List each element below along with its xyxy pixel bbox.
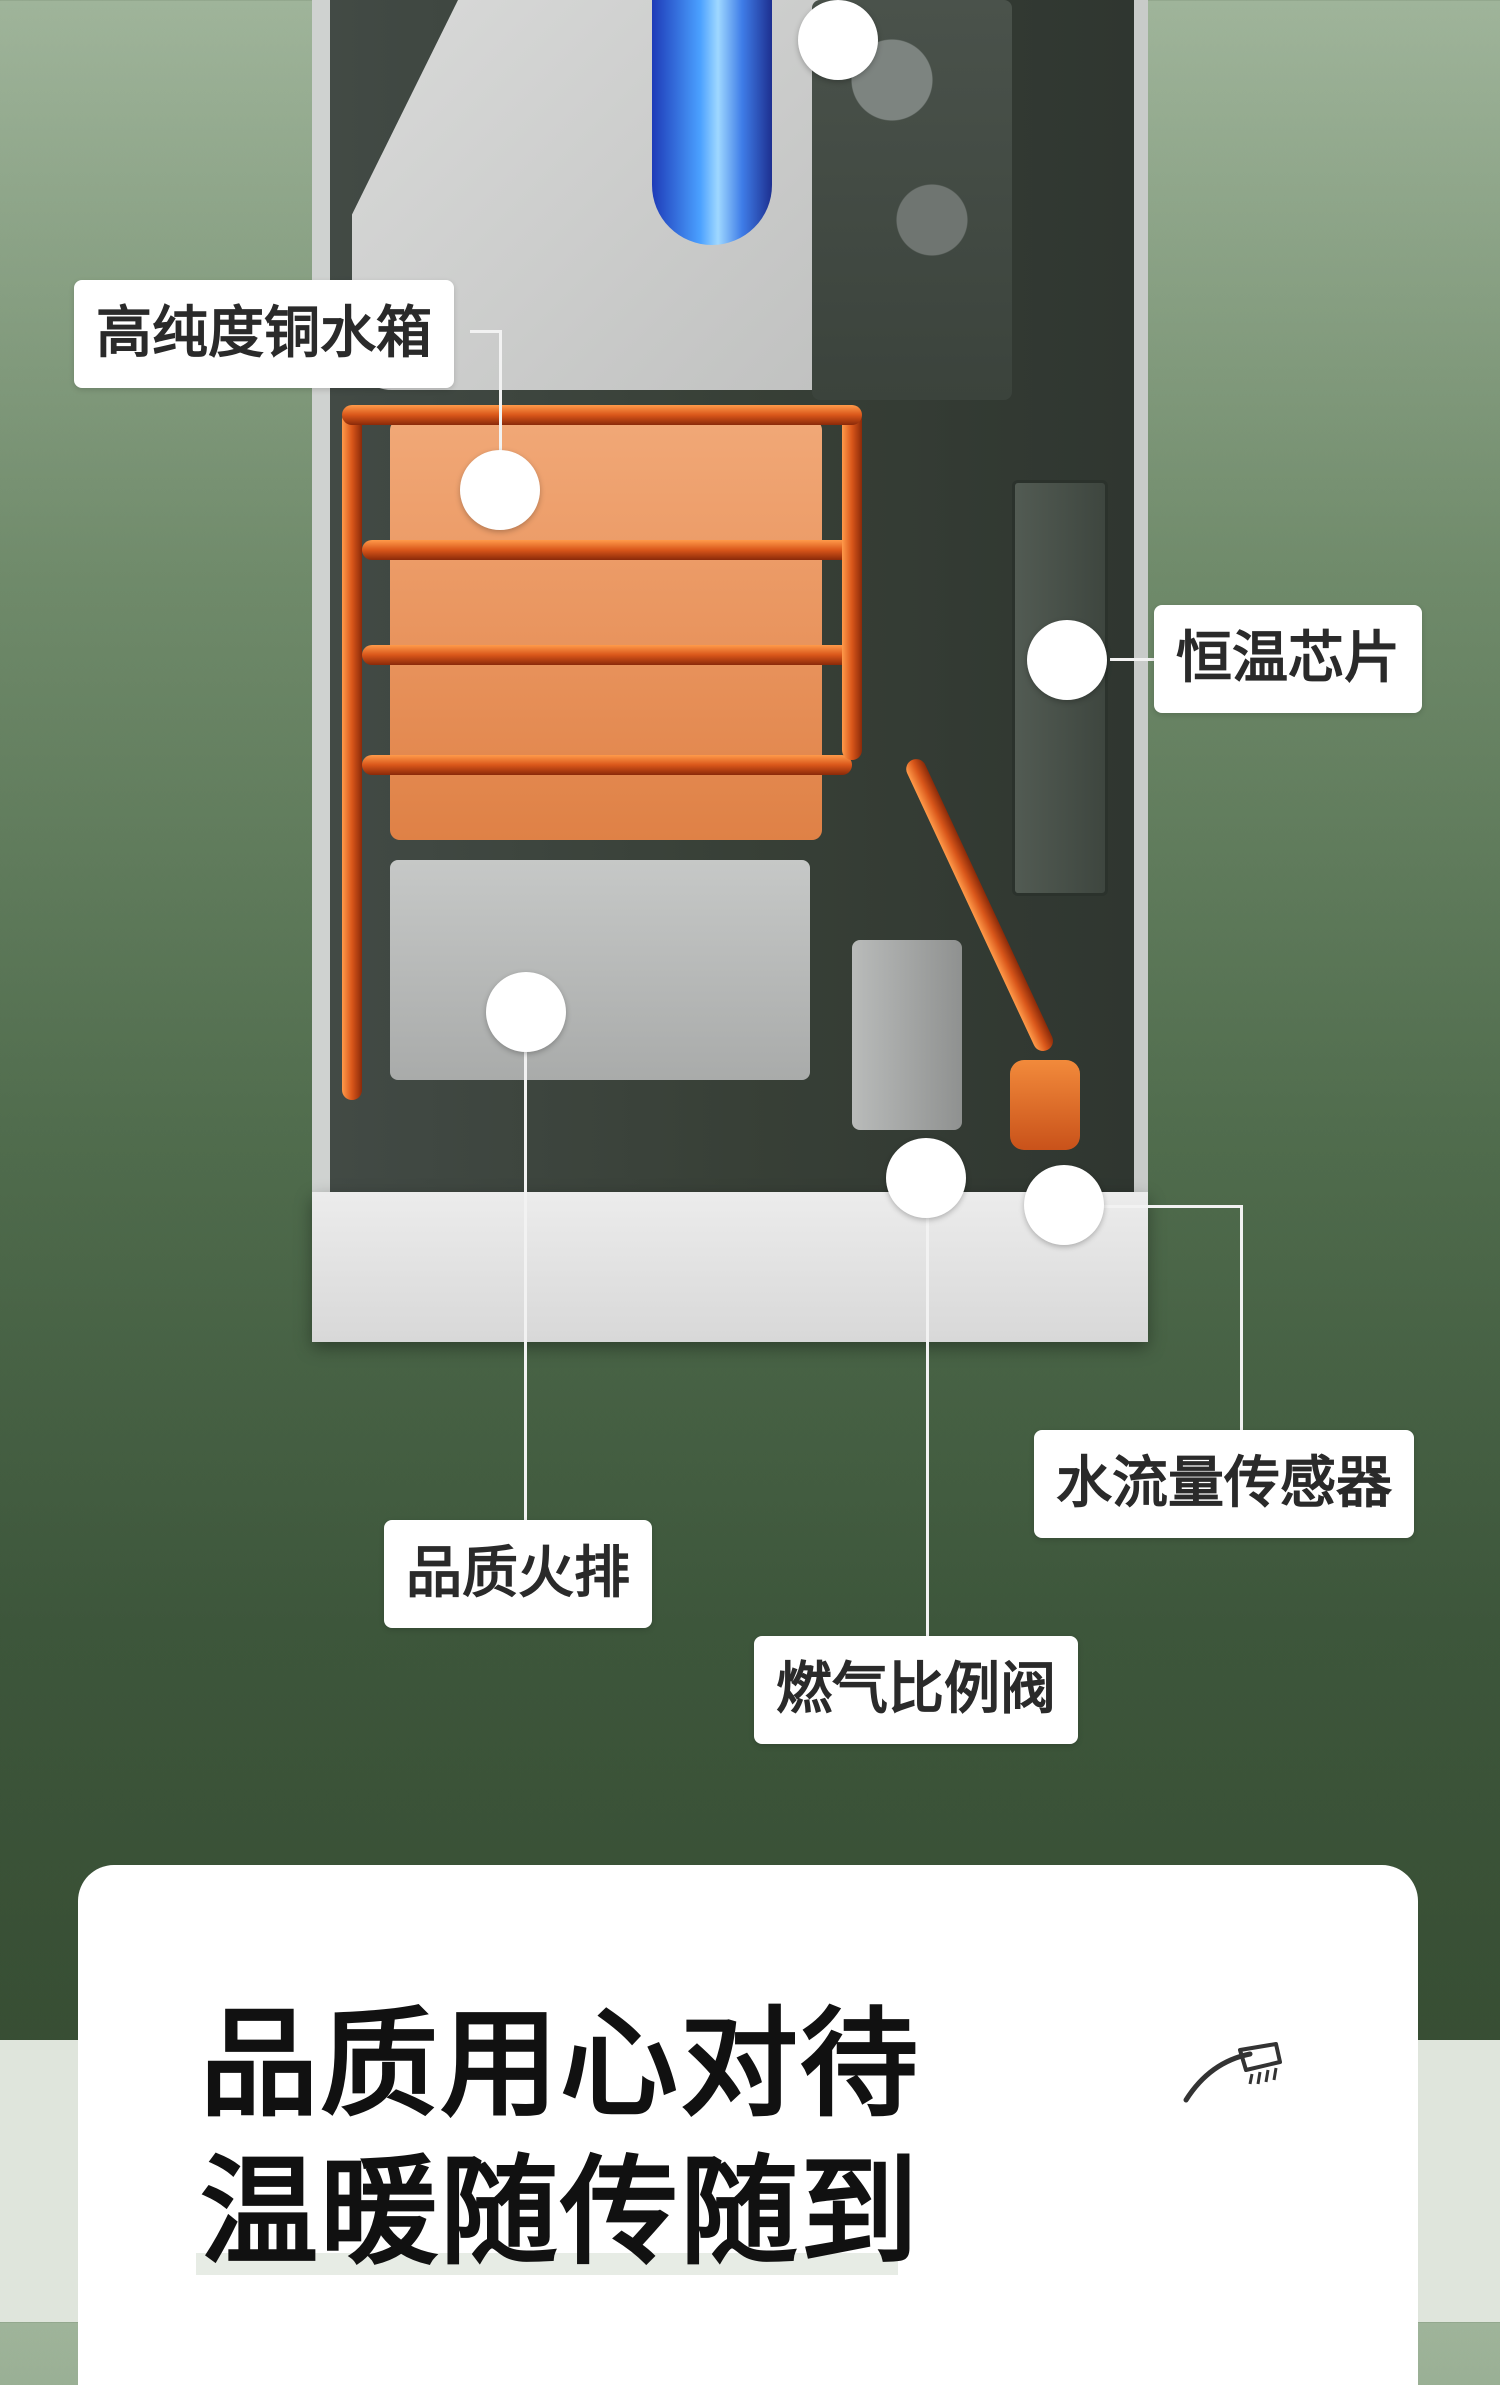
connector-line <box>926 1178 929 1638</box>
marker-dot <box>1027 620 1107 700</box>
label-gas-valve: 燃气比例阀 <box>754 1636 1078 1744</box>
marker-dot <box>798 0 878 80</box>
label-thermostat-chip: 恒温芯片 <box>1154 605 1422 713</box>
gas-valve-body <box>852 940 962 1130</box>
marker-dot <box>1024 1165 1104 1245</box>
feature-card: 品质用心对待 温暖随传随到 <box>78 1865 1418 2385</box>
copper-pipe-top <box>342 405 862 425</box>
headline: 品质用心对待 温暖随传随到 <box>200 1990 920 2286</box>
fan-blue-light <box>652 0 772 245</box>
copper-pipe-left <box>342 410 362 1100</box>
label-water-flow-sensor: 水流量传感器 <box>1034 1430 1414 1538</box>
copper-coil <box>362 755 852 775</box>
copper-coil <box>362 645 852 665</box>
flow-sensor-body <box>1010 1060 1080 1150</box>
marker-dot <box>486 972 566 1052</box>
water-heater-cutaway <box>312 0 1148 1342</box>
headline-underline <box>196 2253 898 2275</box>
connector-line <box>524 1012 527 1524</box>
connector-line <box>470 330 502 333</box>
connector-line <box>1110 658 1160 661</box>
headline-line-1: 品质用心对待 <box>200 1995 921 2133</box>
headline-line-2: 温暖随传随到 <box>200 2143 921 2281</box>
marker-dot <box>886 1138 966 1218</box>
marker-dot <box>460 450 540 530</box>
copper-tank <box>390 420 822 840</box>
connector-line <box>1062 1205 1242 1208</box>
shower-icon <box>1183 2042 1282 2103</box>
connector-line <box>1240 1205 1243 1430</box>
copper-pipe-right <box>842 410 862 760</box>
heater-base <box>312 1192 1148 1342</box>
burner-assembly <box>390 860 810 1080</box>
label-burner: 品质火排 <box>384 1520 652 1628</box>
copper-coil <box>362 540 852 560</box>
label-copper-tank: 高纯度铜水箱 <box>74 280 454 388</box>
connector-line <box>499 330 502 490</box>
